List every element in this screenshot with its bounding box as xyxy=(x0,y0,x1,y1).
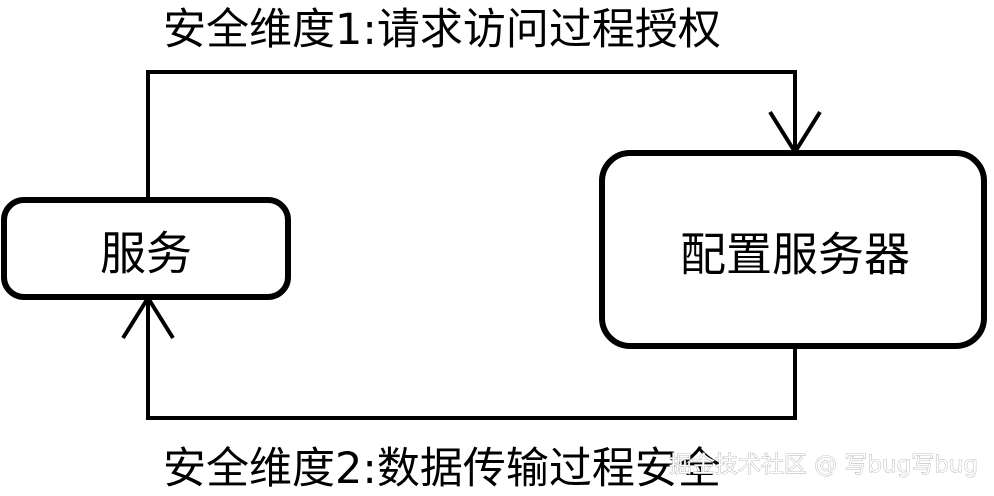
config-server-node: 配置服务器 xyxy=(599,150,987,349)
config-server-node-box xyxy=(599,150,987,349)
watermark-text: 掘金技术社区 @ 写bug写bug xyxy=(669,452,978,478)
config-server-node-label: 配置服务器 xyxy=(680,228,910,282)
bottom-connector-line xyxy=(146,298,797,420)
service-node: 服务 xyxy=(1,197,291,300)
service-node-label: 服务 xyxy=(100,227,192,281)
service-node-box xyxy=(1,197,291,300)
bottom-edge-label: 安全维度2:数据传输过程安全 xyxy=(163,444,721,494)
top-edge-label: 安全维度1:请求访问过程授权 xyxy=(163,5,721,55)
top-connector-line xyxy=(146,70,797,200)
